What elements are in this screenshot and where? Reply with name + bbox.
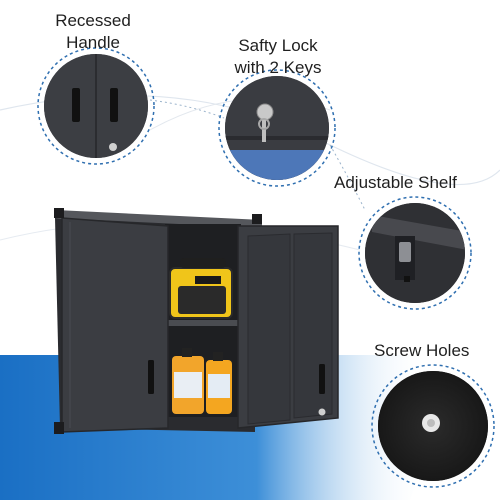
label-line: Recessed <box>55 11 131 30</box>
label-line: with 2 Keys <box>234 58 322 77</box>
label-line: Handle <box>66 33 120 52</box>
label-adjustable-shelf: Adjustable Shelf <box>334 173 457 192</box>
callout-safety-lock <box>218 69 336 187</box>
handle-icon <box>319 364 325 394</box>
label-recessed-handle: Recessed Handle <box>38 10 148 54</box>
left-door <box>61 217 169 433</box>
label-screw-holes: Screw Holes <box>374 341 470 360</box>
lock-icon <box>256 103 274 121</box>
cabinet <box>54 208 339 434</box>
bottles <box>172 348 232 414</box>
lock-icon <box>109 143 117 151</box>
key-icon <box>262 120 266 142</box>
radio <box>169 258 233 319</box>
handle-icon <box>148 360 154 394</box>
callout-screw-holes <box>371 364 495 488</box>
label-safety-lock: Safty Lock with 2 Keys <box>208 35 348 79</box>
label-line: Safty Lock <box>238 36 318 55</box>
lock-icon <box>318 408 326 416</box>
callout-recessed-handle <box>37 47 155 165</box>
shelf-clip-icon <box>399 242 411 262</box>
handle-icon <box>72 88 80 122</box>
handle-icon <box>110 88 118 122</box>
callout-adjustable-shelf <box>358 196 472 310</box>
